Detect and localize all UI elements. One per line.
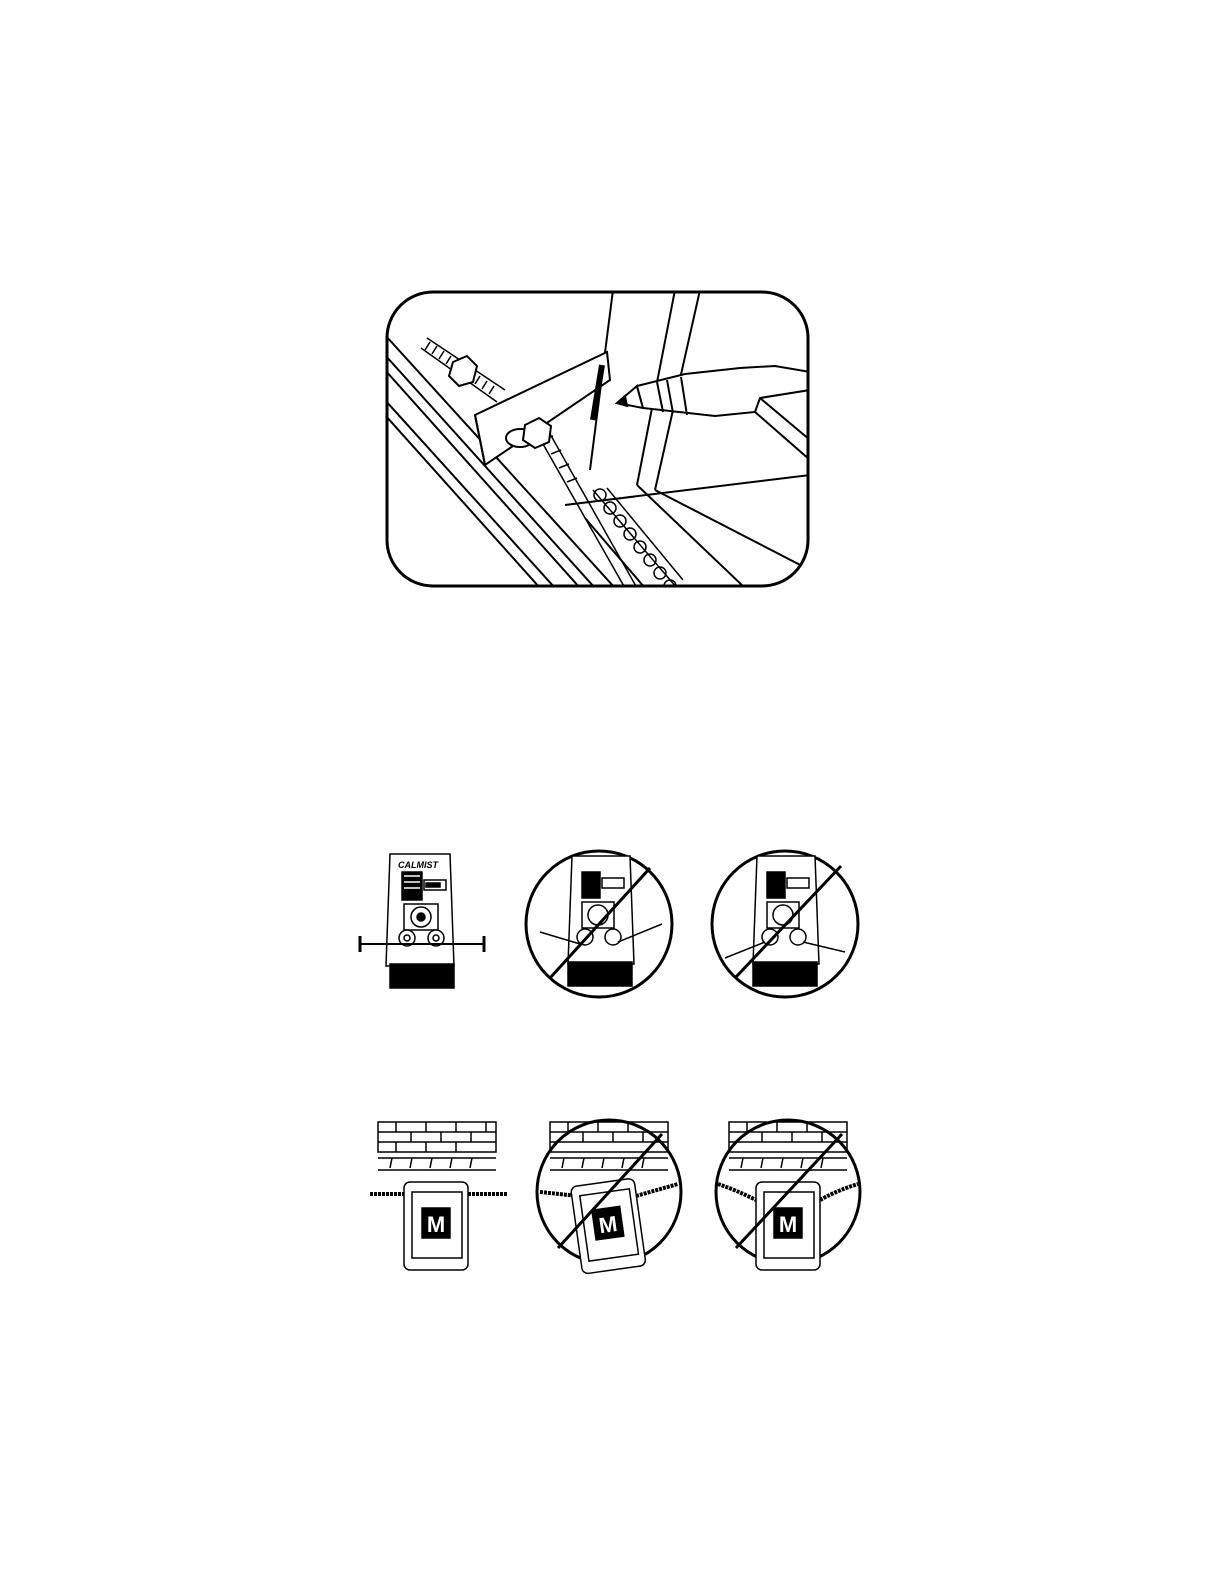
opener-level-correct-icon: CALMIST	[352, 848, 492, 990]
hood-tilted-incorrect-icon: M	[532, 1112, 684, 1276]
opener-tilted-incorrect-icon	[520, 848, 678, 1000]
opener-brand-text: CALMIST	[398, 860, 439, 870]
logo-letter: M	[597, 1211, 619, 1238]
hood-level-correct-icon: M	[366, 1112, 512, 1276]
logo-letter: M	[427, 1212, 445, 1237]
logo-letter: M	[779, 1212, 797, 1237]
hood-sagging-incorrect-icon: M	[712, 1112, 862, 1276]
pencil-marking-bracket-figure	[385, 290, 810, 588]
opener-drooping-incorrect-icon	[707, 848, 863, 1000]
